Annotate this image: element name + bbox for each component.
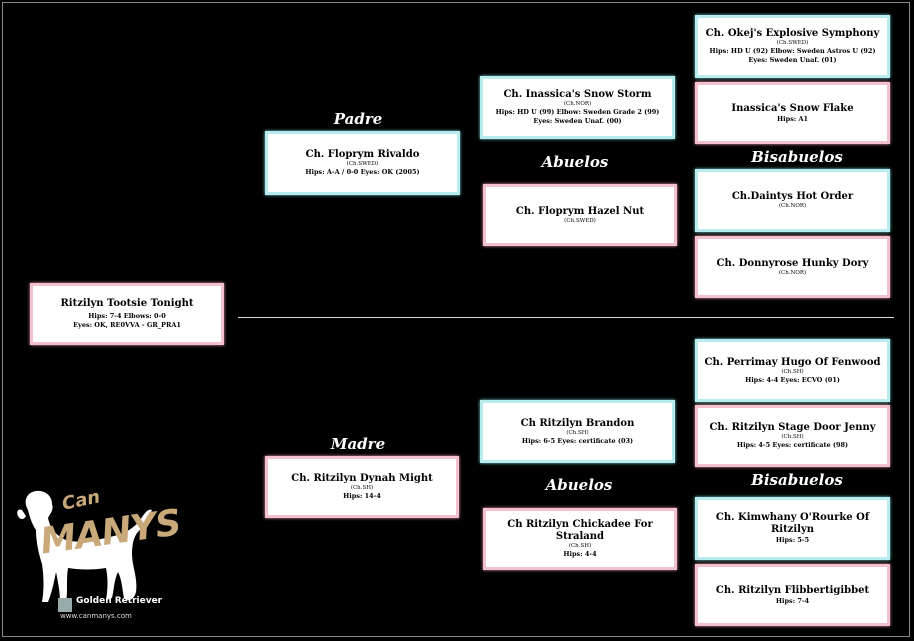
great-grandparent-name: Ch. Okej's Explosive Symphony — [705, 28, 880, 39]
great-grandparent-name: Ch.Daintys Hot Order — [731, 191, 854, 202]
sire-reg: (Ch.SWED) — [346, 161, 379, 167]
great-grandparent-name: Ch. Perrimay Hugo Of Fenwood — [704, 356, 881, 368]
great-grandparent-name: Ch. Ritzilyn Flibbertigibbet — [715, 584, 870, 596]
great-grandparent-reg: (Ch.SH) — [781, 434, 804, 440]
grandparent-line1: Hips: HD U (99) Elbow: Sweden Grade 2 (9… — [495, 108, 660, 116]
grandparent-name: Ch. Floprym Hazel Nut — [515, 205, 645, 217]
grandparent-name: Ch. Inassica's Snow Storm — [503, 89, 652, 100]
great-grandparent-card-2: Inassica's Snow Flake Hips: A1 — [695, 82, 890, 144]
grandparent-line2: Eyes: Sweden Unaf. (00) — [533, 117, 622, 125]
logo-breed-text: Golden Retriever — [76, 596, 163, 606]
great-grandparent-card-4: Ch. Donnyrose Hunky Dory (Ch.NOR) — [695, 236, 890, 298]
great-grandparent-card-1: Ch. Okej's Explosive Symphony (Ch.SWED) … — [695, 15, 890, 78]
heading-bisabuelos-top: Bisabuelos — [751, 148, 843, 166]
grandparent-card-4: Ch Ritzilyn Chickadee For Straland (Ch.S… — [483, 508, 677, 570]
great-grandparent-card-7: Ch. Kimwhany O'Rourke Of Ritzilyn Hips: … — [695, 497, 890, 560]
grandparent-card-1: Ch. Inassica's Snow Storm (Ch.NOR) Hips:… — [480, 76, 675, 139]
great-grandparent-line1: Hips: HD U (92) Elbow: Sweden Astros U (… — [709, 47, 876, 55]
sire-name: Ch. Floprym Rivaldo — [305, 149, 420, 160]
heading-padre: Padre — [333, 110, 383, 128]
great-grandparent-name: Ch. Ritzilyn Stage Door Jenny — [709, 422, 876, 433]
great-grandparent-line1: Hips: 5-5 — [775, 536, 810, 544]
subject-card: Ritzilyn Tootsie Tonight Hips: 7-4 Elbow… — [30, 283, 224, 345]
great-grandparent-line1: Hips: 4-5 Eyes: certificate (98) — [736, 441, 849, 449]
great-grandparent-name: Ch. Kimwhany O'Rourke Of Ritzilyn — [715, 512, 870, 535]
great-grandparent-card-5: Ch. Perrimay Hugo Of Fenwood (Ch.SH) Hip… — [695, 339, 890, 402]
great-grandparent-line2: Eyes: Sweden Unaf. (01) — [748, 56, 837, 64]
grandparent-reg: (Ch.SH) — [568, 543, 592, 549]
grandparent-name: Ch Ritzilyn Brandon — [520, 417, 635, 429]
grandparent-reg: (Ch.SWED) — [564, 217, 596, 224]
great-grandparent-reg: (Ch.SH) — [781, 368, 804, 375]
great-grandparent-card-8: Ch. Ritzilyn Flibbertigibbet Hips: 7-4 — [695, 564, 890, 626]
heading-madre: Madre — [330, 435, 386, 453]
logo-url-text: www.canmanys.com — [60, 612, 132, 620]
grandparent-line1: Hips: 6-5 Eyes: certificate (03) — [521, 436, 634, 445]
great-grandparent-reg: (Ch.NOR) — [778, 203, 807, 209]
great-grandparent-line1: Hips: 7-4 — [775, 596, 810, 605]
subject-line2: Eyes: OK, RE0VVA - GR_PRA1 — [73, 321, 181, 329]
sire-line1: Hips: A-A / 0-0 Eyes: OK (2005) — [305, 168, 420, 176]
heading-abuelos-top: Abuelos — [541, 153, 609, 171]
dam-reg: (Ch.SH) — [350, 485, 374, 491]
grandparent-name: Ch Ritzilyn Chickadee For Straland — [507, 519, 653, 542]
subject-line1: Hips: 7-4 Elbows: 0-0 — [88, 312, 166, 320]
divider-line — [238, 317, 894, 318]
dam-line1: Hips: 14-4 — [343, 492, 381, 500]
great-grandparent-name: Inassica's Snow Flake — [731, 102, 854, 114]
grandparent-card-3: Ch Ritzilyn Brandon (Ch.SH) Hips: 6-5 Ey… — [480, 400, 675, 463]
great-grandparent-card-6: Ch. Ritzilyn Stage Door Jenny (Ch.SH) Hi… — [695, 405, 890, 467]
heading-bisabuelos-bottom: Bisabuelos — [751, 471, 843, 489]
grandparent-card-2: Ch. Floprym Hazel Nut (Ch.SWED) — [483, 184, 677, 246]
great-grandparent-name: Ch. Donnyrose Hunky Dory — [716, 257, 869, 269]
great-grandparent-line1: Hips: 4-4 Eyes: ECVO (01) — [745, 375, 840, 384]
great-grandparent-reg: (Ch.NOR) — [778, 269, 807, 276]
dam-card: Ch. Ritzilyn Dynah Might (Ch.SH) Hips: 1… — [265, 456, 459, 518]
golden-retriever-silhouette-icon — [17, 490, 152, 612]
subject-name: Ritzilyn Tootsie Tonight — [60, 298, 194, 309]
great-grandparent-card-3: Ch.Daintys Hot Order (Ch.NOR) — [695, 169, 890, 232]
canmanys-logo: Can MANYS Golden Retriever www.canmanys.… — [14, 486, 183, 628]
great-grandparent-reg: (Ch.SWED) — [776, 40, 809, 46]
dam-name: Ch. Ritzilyn Dynah Might — [291, 473, 433, 484]
grandparent-reg: (Ch.SH) — [566, 429, 589, 436]
great-grandparent-line1: Hips: A1 — [776, 114, 809, 123]
heading-abuelos-bottom: Abuelos — [545, 476, 613, 494]
grandparent-line1: Hips: 4-4 — [563, 550, 597, 558]
grandparent-reg: (Ch.NOR) — [563, 101, 592, 107]
sire-card: Ch. Floprym Rivaldo (Ch.SWED) Hips: A-A … — [265, 131, 460, 195]
